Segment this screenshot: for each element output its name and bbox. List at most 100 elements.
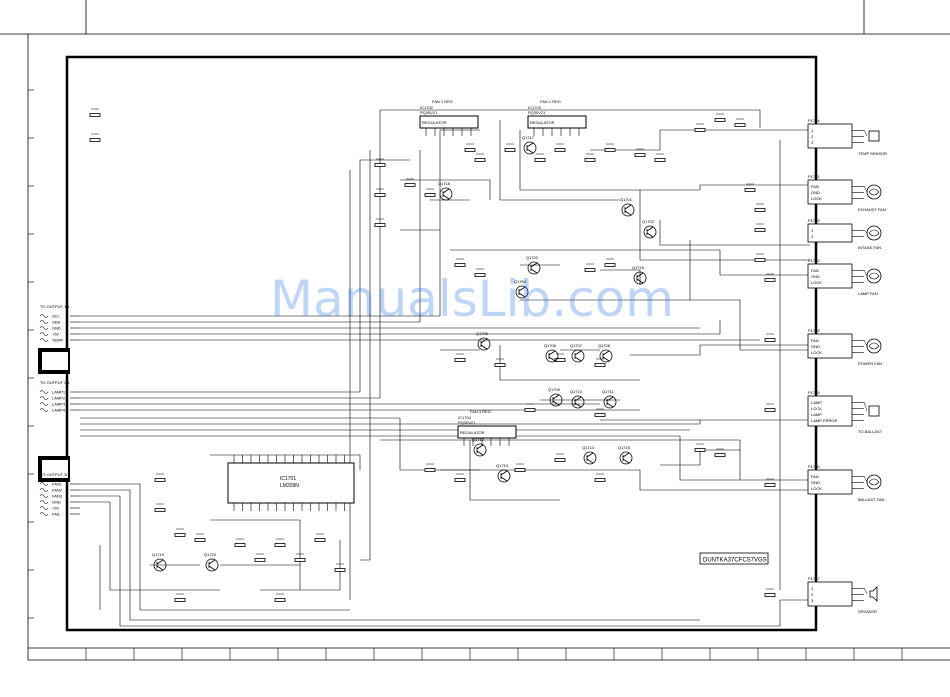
transistor-body [527, 261, 541, 275]
left-pin-label: LAMP4 [52, 408, 66, 413]
transistor-ref: Q1718 [438, 181, 451, 186]
resistor [424, 468, 436, 472]
resistor [694, 448, 706, 452]
connector-pin-label: LAMP [811, 400, 822, 405]
regulator-part: PQ30V21 [420, 110, 438, 115]
transistor-ref: Q1719 [152, 552, 165, 557]
transistor-collector [606, 396, 614, 402]
fan-blade [868, 342, 880, 350]
resistor [274, 598, 286, 602]
transistor-collector [646, 226, 654, 232]
transistor-ref: Q1712 [472, 437, 485, 442]
transistor-body [523, 141, 537, 155]
regulator-body [527, 115, 587, 129]
resistor [764, 338, 776, 342]
transistor-collector [602, 350, 610, 356]
speaker-icon [869, 586, 878, 602]
transistor-ref: Q1716 [632, 265, 645, 270]
device-wire [863, 269, 868, 277]
model-label: DUNTKA37CFCS7VGS [703, 558, 767, 564]
transistor-collector [526, 142, 534, 148]
resistor [474, 273, 486, 277]
transistor: Q1711 [602, 389, 617, 409]
connector-body [807, 123, 853, 149]
device-wire [863, 587, 868, 595]
connector-ref: P1707 [808, 576, 820, 581]
connector-pin-label: LAMP ERROR [811, 418, 837, 423]
transistor-collector [624, 204, 632, 210]
connector-pin-label: GND [811, 274, 820, 279]
transistor-collector [574, 396, 582, 402]
transistor-emitter [602, 356, 610, 362]
transistor-body [643, 225, 657, 239]
resistor [554, 458, 566, 462]
resistor [764, 593, 776, 597]
left-pin-label: TEMP [52, 338, 63, 343]
pin-symbol [39, 390, 49, 394]
transistor-body [205, 558, 219, 572]
transistor-emitter [208, 565, 216, 571]
left-group-title: TO OUTPUT 1/1 [40, 304, 70, 309]
transistor: Q1716 [632, 265, 647, 285]
transistor-body [473, 443, 487, 457]
device-wire [863, 129, 868, 137]
transistor: Q1705 [476, 331, 491, 351]
left-pin-label: SDA [52, 320, 61, 325]
device-caption: BALLAST FAN [858, 497, 884, 502]
connector-pin-label: LAMP [811, 412, 822, 417]
resistor [714, 453, 726, 457]
transistor-emitter [526, 148, 534, 154]
device-caption: TEMP SENSOR [858, 151, 887, 156]
left-notches [38, 348, 70, 482]
connector-pin-label: FAN [811, 474, 819, 479]
connector-body [807, 223, 853, 243]
regulator-body [457, 425, 517, 439]
connector-ref: P1704 [808, 118, 820, 123]
resistor [764, 408, 776, 412]
watermark: ManualsLib.com [270, 270, 674, 328]
connector-pin-label: FAN [811, 184, 819, 189]
pin-symbol [39, 408, 49, 412]
transistor: Q1719 [152, 552, 167, 572]
connector-ref: P1705 [808, 390, 820, 395]
transistor: Q1703 [526, 255, 541, 275]
resistor [334, 568, 346, 572]
transistor: Q1720 [204, 552, 219, 572]
connector-pin-label: LOCK [811, 486, 822, 491]
grid-ticks [28, 89, 903, 660]
left-pin-label: +5V [52, 332, 60, 337]
device-symbol [868, 130, 880, 142]
board-outline [65, 55, 818, 632]
resistor [174, 533, 186, 537]
connector-pin-label: LOCK [811, 350, 822, 355]
passive-components [89, 113, 776, 602]
connector-ref: P1709 [808, 218, 820, 223]
transistor-body [497, 469, 511, 483]
transistor-body [545, 349, 559, 363]
transistor-body [153, 558, 167, 572]
transistor: Q1704 [514, 279, 529, 299]
connector-pin-label: GND [811, 480, 820, 485]
transistor-ref: Q1717 [522, 135, 535, 140]
regulator-name: FAN 3 REG [470, 409, 491, 414]
regulator-name: FAN 1 REG [432, 99, 453, 104]
resistor [754, 208, 766, 212]
left-pin-label: LAMP2 [52, 396, 66, 401]
regulator-ref: IC1702 [420, 105, 434, 110]
resistor [584, 268, 596, 272]
transistor-ref: Q1705 [476, 331, 489, 336]
transistor-collector [530, 262, 538, 268]
regulator-label: REGULATOR [422, 120, 447, 125]
transistor-ref: Q1707 [570, 343, 583, 348]
transistor-ref: Q1720 [204, 552, 217, 557]
resistor [174, 598, 186, 602]
resistor [734, 123, 746, 127]
transistor-body [549, 393, 563, 407]
regulator-part: PQ30V21 [528, 110, 546, 115]
